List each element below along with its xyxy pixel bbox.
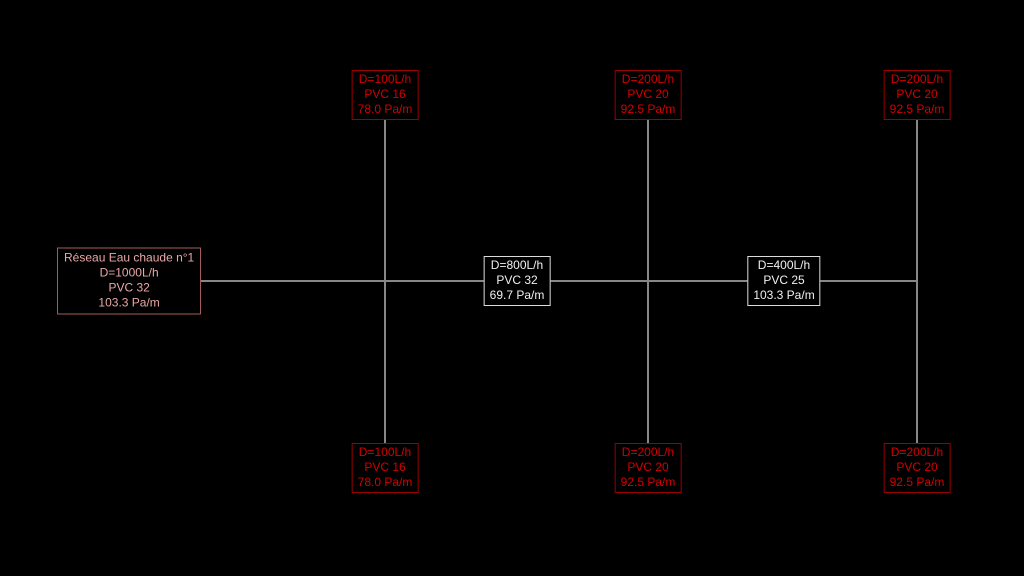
- branch-flow: D=200L/h: [890, 445, 944, 459]
- pipe-riser-3: [916, 118, 918, 443]
- branch-pressure-drop: 92.5 Pa/m: [620, 102, 676, 116]
- source-pressure-drop: 103.3 Pa/m: [98, 295, 160, 310]
- branch-flow: D=200L/h: [621, 445, 675, 459]
- branch-pressure-drop: 92.5 Pa/m: [889, 475, 945, 489]
- branch-pipe-type: PVC 16: [364, 460, 406, 474]
- branch-label-bottom-1[interactable]: D=100L/h PVC 16 78.0 Pa/m: [351, 443, 419, 493]
- main-segment-label-1[interactable]: D=800L/h PVC 32 69.7 Pa/m: [483, 256, 551, 306]
- segment-flow: D=400L/h: [757, 258, 811, 272]
- branch-label-bottom-2[interactable]: D=200L/h PVC 20 92.5 Pa/m: [614, 443, 682, 493]
- pipe-riser-1: [384, 118, 386, 443]
- branch-pressure-drop: 92.5 Pa/m: [889, 102, 945, 116]
- source-flow: D=1000L/h: [99, 265, 159, 280]
- branch-pressure-drop: 78.0 Pa/m: [357, 102, 413, 116]
- branch-pressure-drop: 92.5 Pa/m: [620, 475, 676, 489]
- branch-pipe-type: PVC 20: [896, 87, 938, 101]
- branch-flow: D=100L/h: [358, 72, 412, 86]
- segment-flow: D=800L/h: [490, 258, 544, 272]
- branch-pipe-type: PVC 16: [364, 87, 406, 101]
- branch-pipe-type: PVC 20: [627, 460, 669, 474]
- branch-pipe-type: PVC 20: [896, 460, 938, 474]
- branch-pressure-drop: 78.0 Pa/m: [357, 475, 413, 489]
- source-node-label[interactable]: Réseau Eau chaude n°1 D=1000L/h PVC 32 1…: [57, 247, 202, 315]
- source-name: Réseau Eau chaude n°1: [64, 250, 195, 265]
- branch-label-top-2[interactable]: D=200L/h PVC 20 92.5 Pa/m: [614, 70, 682, 120]
- source-pipe-type: PVC 32: [108, 280, 150, 295]
- branch-label-top-3[interactable]: D=200L/h PVC 20 92.5 Pa/m: [883, 70, 951, 120]
- main-segment-label-2[interactable]: D=400L/h PVC 25 103.3 Pa/m: [747, 256, 821, 306]
- branch-flow: D=200L/h: [890, 72, 944, 86]
- branch-label-bottom-3[interactable]: D=200L/h PVC 20 92.5 Pa/m: [883, 443, 951, 493]
- pipe-main-horizontal: [188, 280, 918, 282]
- pipe-riser-2: [647, 118, 649, 443]
- branch-flow: D=100L/h: [358, 445, 412, 459]
- branch-pipe-type: PVC 20: [627, 87, 669, 101]
- segment-pipe-type: PVC 32: [496, 273, 538, 287]
- branch-flow: D=200L/h: [621, 72, 675, 86]
- segment-pressure-drop: 103.3 Pa/m: [753, 288, 815, 302]
- segment-pressure-drop: 69.7 Pa/m: [489, 288, 545, 302]
- branch-label-top-1[interactable]: D=100L/h PVC 16 78.0 Pa/m: [351, 70, 419, 120]
- segment-pipe-type: PVC 25: [763, 273, 805, 287]
